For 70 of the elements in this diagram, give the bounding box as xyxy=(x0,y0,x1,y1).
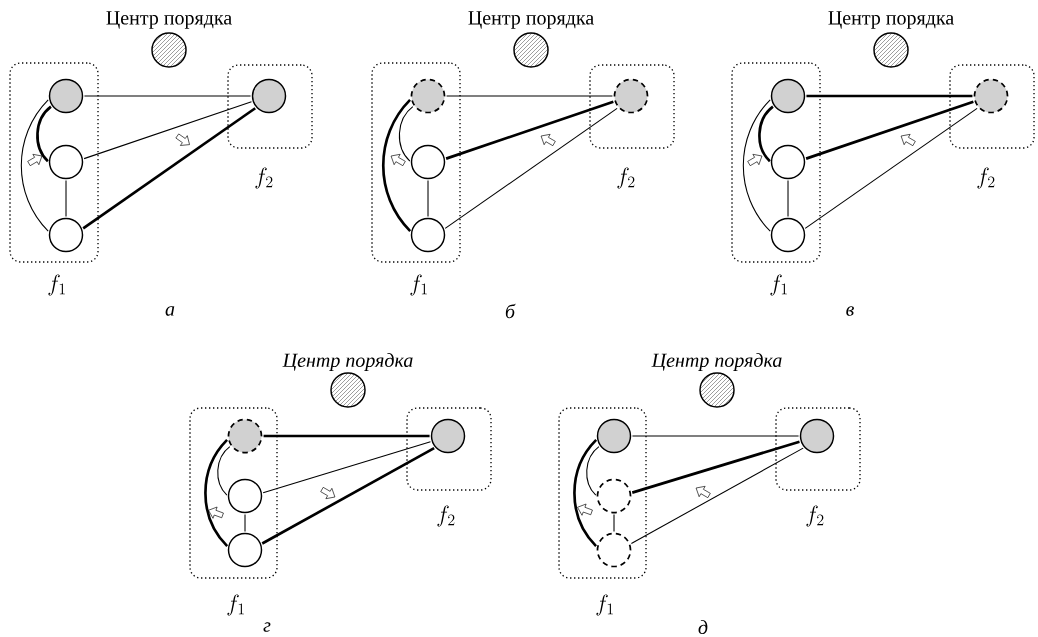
connector-line xyxy=(244,513,246,533)
connector-line xyxy=(742,99,771,232)
panel-letter: а xyxy=(165,306,175,316)
circle-node xyxy=(770,144,806,180)
group-label: $f_2$ xyxy=(977,167,995,189)
circle-title: Центр порядка xyxy=(651,352,782,372)
panel-letter: г xyxy=(263,622,271,632)
connector-line xyxy=(446,95,613,97)
circle-node xyxy=(770,217,806,253)
connector-line xyxy=(445,100,614,160)
connector-line xyxy=(261,446,435,545)
circle-node xyxy=(48,78,84,114)
connector-line xyxy=(262,441,431,494)
circle-node xyxy=(596,532,632,568)
group-label: $f_1$ xyxy=(770,274,787,296)
connector-line xyxy=(382,99,412,233)
circle-node xyxy=(973,78,1009,114)
circle-node xyxy=(410,217,446,253)
circle-title: Центр порядка xyxy=(282,352,413,372)
connector-line xyxy=(586,446,600,496)
circle-node xyxy=(596,418,632,454)
group-label: $f_1$ xyxy=(596,594,613,616)
connector-line xyxy=(631,440,800,494)
group-label: $f_1$ xyxy=(48,274,65,296)
circle-title: Центр порядка xyxy=(106,11,232,29)
circle-node xyxy=(48,144,84,180)
connector-line xyxy=(427,179,429,218)
panel-letter: д xyxy=(698,620,708,635)
panel-letter: в xyxy=(846,306,854,316)
circle-title: Центр порядка xyxy=(468,11,594,29)
connector-line xyxy=(787,179,789,218)
connector-line xyxy=(613,514,615,532)
connector-line xyxy=(758,105,774,163)
circle-node xyxy=(596,478,632,514)
connector-line xyxy=(631,435,800,437)
connector-line xyxy=(806,94,973,98)
circle-node xyxy=(410,78,446,114)
group-label: $f_1$ xyxy=(227,594,244,616)
panel-letter: б xyxy=(505,303,516,319)
connector-line xyxy=(82,107,256,230)
circle-node xyxy=(227,478,263,514)
group-label: $f_1$ xyxy=(410,274,427,296)
circle-node xyxy=(227,418,263,454)
connector-line xyxy=(83,101,252,160)
connector-line xyxy=(573,438,598,547)
circle-node xyxy=(430,418,466,454)
circle-title: Центр порядка xyxy=(828,11,954,29)
connector-line xyxy=(83,95,252,97)
connector-line xyxy=(263,434,430,438)
connector-line xyxy=(805,100,974,160)
group-label: $f_2$ xyxy=(617,167,635,189)
circle-node xyxy=(770,78,806,114)
connector-line xyxy=(398,106,414,162)
connector-line xyxy=(630,447,804,545)
connector-line xyxy=(204,439,229,548)
connector-line xyxy=(217,446,231,496)
circle-node xyxy=(613,78,649,114)
circle-node xyxy=(251,78,287,114)
circle-node xyxy=(227,532,263,568)
group-label: $f_2$ xyxy=(806,505,824,527)
circle-node xyxy=(48,217,84,253)
connector-line xyxy=(65,179,67,218)
group-label: $f_2$ xyxy=(437,505,455,527)
connector-line xyxy=(36,105,52,163)
connector-line xyxy=(20,99,49,232)
group-label: $f_2$ xyxy=(255,167,273,189)
circle-node xyxy=(799,418,835,454)
connector-line xyxy=(804,107,978,229)
circle-node xyxy=(410,144,446,180)
connector-line xyxy=(444,107,618,229)
